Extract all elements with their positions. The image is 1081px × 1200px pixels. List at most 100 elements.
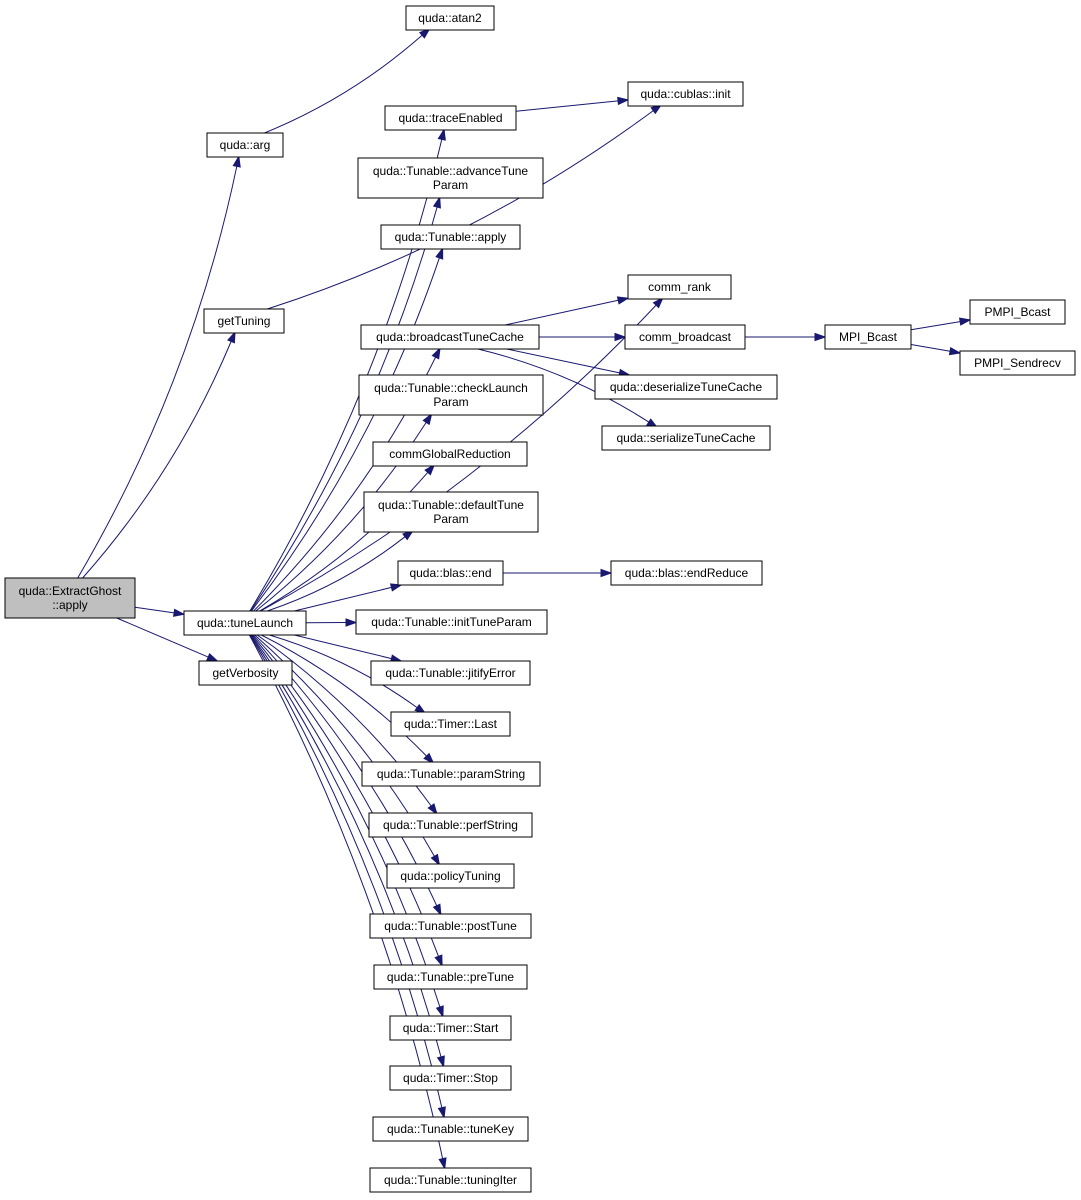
edge-line <box>82 341 232 579</box>
node-arg[interactable]: quda::arg <box>206 132 284 158</box>
edge-line <box>910 321 961 331</box>
node-box <box>357 157 544 199</box>
node-label: quda::Tunable::tuningIter <box>384 1173 517 1187</box>
node-label: Param <box>433 178 468 192</box>
edge-arrowhead-icon <box>430 853 441 867</box>
node-comm-rank[interactable]: comm_rank <box>627 274 732 300</box>
edge-arrowhead-icon <box>814 332 827 342</box>
node-label: quda::blas::end <box>409 566 491 580</box>
node-get-tuning[interactable]: getTuning <box>203 308 285 334</box>
edge-arrowhead-icon <box>427 803 438 816</box>
edge-tune_launch-to-blas_end <box>294 583 403 612</box>
node-box <box>360 324 540 350</box>
node-box <box>389 1065 512 1091</box>
edge-line <box>249 634 442 1058</box>
node-timer-last[interactable]: quda::Timer::Last <box>390 711 511 737</box>
edge-arrowhead-icon <box>438 1157 447 1170</box>
edge-arrowhead-icon <box>617 96 630 106</box>
node-box <box>198 660 293 686</box>
node-atan2[interactable]: quda::atan2 <box>405 5 495 31</box>
node-label: Param <box>433 395 468 409</box>
node-box <box>361 761 541 787</box>
node-perf-string[interactable]: quda::Tunable::perfString <box>368 812 533 838</box>
node-label: ::apply <box>52 598 87 612</box>
node-blas-end[interactable]: quda::blas::end <box>397 560 504 586</box>
node-label: quda::Tunable::defaultTune <box>378 498 524 512</box>
node-timer-start[interactable]: quda::Timer::Start <box>389 1015 512 1041</box>
node-label: quda::policyTuning <box>400 869 500 883</box>
node-get-verbosity[interactable]: getVerbosity <box>198 660 293 686</box>
edge-tune_launch-to-trace_enabled <box>249 128 446 612</box>
edge-line <box>504 299 619 326</box>
node-pmpi-bcast[interactable]: PMPI_Bcast <box>969 299 1066 325</box>
edge-tune_launch-to-param_string <box>261 634 435 765</box>
node-box <box>355 609 548 635</box>
node-label: MPI_Bcast <box>839 330 898 344</box>
node-label: quda::Timer::Last <box>404 717 498 731</box>
edge-line <box>267 110 654 310</box>
node-mpi-bcast[interactable]: MPI_Bcast <box>824 324 912 350</box>
edge-arrowhead-icon <box>345 618 358 627</box>
node-box <box>624 324 746 350</box>
node-post-tune[interactable]: quda::Tunable::postTune <box>369 913 532 939</box>
node-label: quda::broadcastTuneCache <box>376 330 524 344</box>
edge-tune_launch-to-comm_rank <box>260 296 664 612</box>
node-label: quda::Tunable::jitifyError <box>385 666 515 680</box>
node-param-string[interactable]: quda::Tunable::paramString <box>361 761 541 787</box>
edge-arrowhead-icon <box>437 128 446 141</box>
node-label: quda::Tunable::checkLaunch <box>374 381 528 395</box>
node-jitify-error[interactable]: quda::Tunable::jitifyError <box>370 660 531 686</box>
node-box <box>390 711 511 737</box>
edge-line <box>250 206 438 612</box>
node-comm-global-reduction[interactable]: commGlobalReduction <box>372 441 528 467</box>
edge-arrowhead-icon <box>424 463 436 476</box>
edge-line <box>260 304 657 612</box>
edge-line <box>506 348 620 374</box>
node-label: quda::serializeTuneCache <box>617 431 756 445</box>
node-tunable-apply[interactable]: quda::Tunable::apply <box>380 224 521 250</box>
node-init-tune-param[interactable]: quda::Tunable::initTuneParam <box>355 609 548 635</box>
node-label: quda::arg <box>220 138 271 152</box>
node-label: quda::Timer::Stop <box>403 1071 498 1085</box>
node-comm-broadcast[interactable]: comm_broadcast <box>624 324 746 350</box>
node-label: quda::atan2 <box>418 11 482 25</box>
node-label: quda::deserializeTuneCache <box>610 380 763 394</box>
node-deserialize-tune-cache[interactable]: quda::deserializeTuneCache <box>594 374 778 400</box>
node-box <box>206 132 284 158</box>
edge-comm_broadcast-to-mpi_bcast <box>744 332 827 342</box>
node-policy-tuning[interactable]: quda::policyTuning <box>386 863 515 889</box>
edge-arrowhead-icon <box>232 155 241 168</box>
node-tuning-iter[interactable]: quda::Tunable::tuningIter <box>369 1167 532 1193</box>
node-label: quda::cublas::init <box>640 87 731 101</box>
node-trace-enabled[interactable]: quda::traceEnabled <box>384 105 517 131</box>
node-extract-ghost-apply[interactable]: quda::ExtractGhost::apply <box>4 577 136 619</box>
node-label: Param <box>433 512 468 526</box>
node-pmpi-sendrecv[interactable]: PMPI_Sendrecv <box>959 350 1076 376</box>
node-label: quda::traceEnabled <box>398 111 502 125</box>
node-blas-end-reduce[interactable]: quda::blas::endReduce <box>610 560 763 586</box>
node-pre-tune[interactable]: quda::Tunable::preTune <box>373 964 528 990</box>
node-serialize-tune-cache[interactable]: quda::serializeTuneCache <box>601 425 771 451</box>
node-timer-stop[interactable]: quda::Timer::Stop <box>389 1065 512 1091</box>
edge-arrowhead-icon <box>431 346 441 360</box>
node-label: quda::tuneLaunch <box>197 616 293 630</box>
node-tune-launch[interactable]: quda::tuneLaunch <box>183 610 307 636</box>
edge-arrowhead-icon <box>434 954 443 968</box>
edge-line <box>910 344 951 352</box>
edge-broadcast_tune_cache-to-comm_rank <box>504 296 630 326</box>
edge-arrowhead-icon <box>958 317 972 326</box>
node-label: PMPI_Bcast <box>984 305 1051 319</box>
node-box <box>627 274 732 300</box>
node-label: quda::blas::endReduce <box>625 566 749 580</box>
node-box <box>203 308 285 334</box>
node-cublas-init[interactable]: quda::cublas::init <box>627 81 744 107</box>
node-broadcast-tune-cache[interactable]: quda::broadcastTuneCache <box>360 324 540 350</box>
node-box <box>363 491 539 533</box>
edge-arrowhead-icon <box>948 347 962 356</box>
node-box <box>384 105 517 131</box>
edge-arrowhead-icon <box>206 653 219 662</box>
node-tune-key[interactable]: quda::Tunable::tuneKey <box>372 1116 529 1142</box>
